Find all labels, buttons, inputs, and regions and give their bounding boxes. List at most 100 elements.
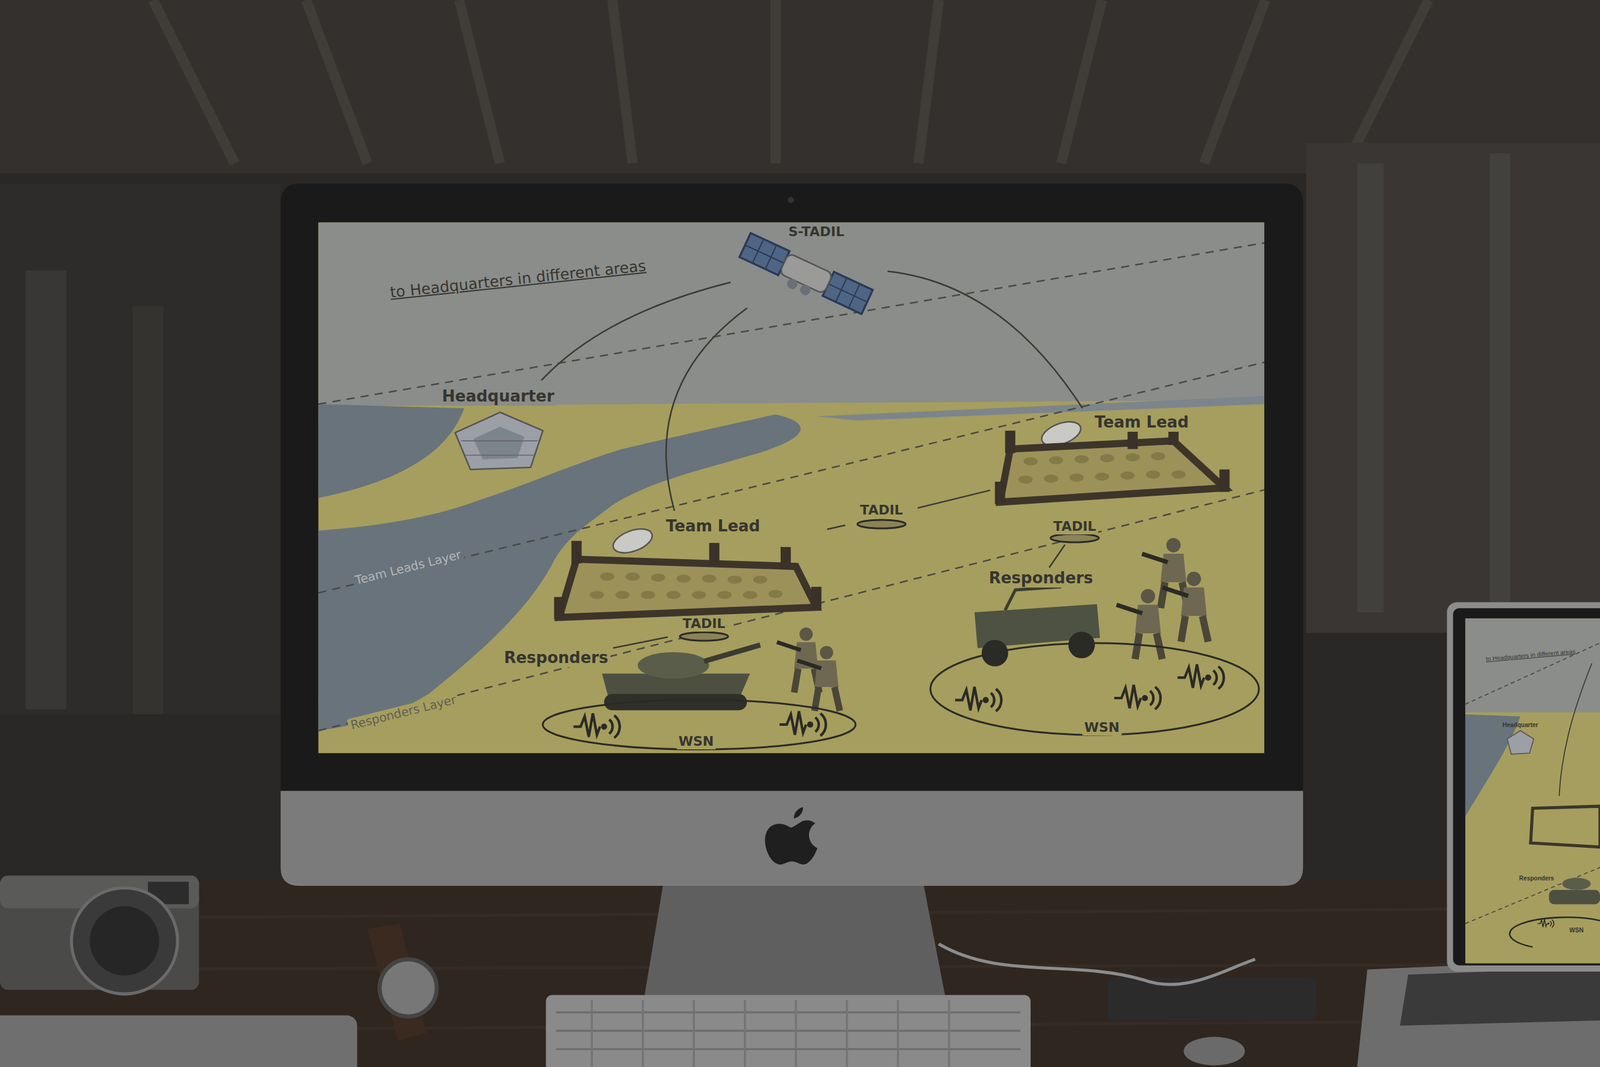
laptop-screen-map: [1548, 889, 1600, 905]
team-camp: [640, 591, 656, 600]
team-camp: [571, 540, 582, 564]
node-label: WSN: [676, 733, 717, 749]
team-camp: [1219, 469, 1230, 492]
team-camp: [727, 575, 743, 584]
team-camp: [1125, 452, 1140, 462]
headquarter-building: [473, 426, 525, 459]
sensor-symbol: [573, 713, 621, 738]
jeep-vehicle: [1068, 631, 1095, 659]
headquarter-node: Headquarter: [437, 380, 561, 471]
node-label: Team Lead: [1092, 413, 1192, 432]
team-camp: [554, 597, 565, 620]
jeep-vehicle: [974, 586, 1101, 667]
room-background: [1489, 153, 1511, 613]
team-camp: [1048, 455, 1064, 465]
team-camp: [1094, 472, 1110, 481]
monitor-body: [787, 196, 794, 203]
sensor-symbol: [955, 686, 1002, 712]
team-camp: [1171, 470, 1186, 479]
monitor-stand: [643, 883, 948, 1006]
monitor-body: [280, 183, 1303, 807]
laptop-prop: [1357, 959, 1600, 1067]
camera-prop: [0, 875, 200, 994]
node-label: Responders: [986, 569, 1096, 588]
laptop-screen-map: [1465, 618, 1600, 712]
link-line: [541, 282, 731, 381]
team-camp: [999, 440, 1225, 502]
main-screen-map: [318, 222, 1265, 406]
link-node: TADIL: [845, 499, 918, 534]
main-screen-map: [318, 403, 465, 498]
team-camp: [559, 559, 817, 618]
room-background: [1357, 163, 1384, 613]
camera-prop: [89, 906, 160, 976]
team-camp: [780, 547, 791, 570]
layer-divider: [318, 242, 1265, 731]
node-label: TADIL: [680, 615, 729, 631]
team-camp: [691, 591, 707, 600]
main-screen-map: [318, 222, 1265, 753]
monitor-body: [764, 807, 818, 865]
link-ellipse: [679, 632, 729, 641]
tank-vehicle: [637, 652, 709, 679]
watch-prop: [367, 923, 437, 1041]
laptop-prop: [1400, 967, 1600, 1026]
team-camp: [811, 586, 822, 610]
sensor-symbol: [1177, 664, 1224, 689]
team-camp: [615, 591, 630, 600]
sensor-network-ellipse: WSN: [928, 641, 1261, 737]
team-camp: [1018, 475, 1034, 485]
room-background: [0, 183, 281, 715]
map-label: Responders: [1516, 874, 1557, 883]
soldier-group: [777, 537, 1209, 711]
map-label: WSN: [1566, 926, 1586, 935]
room-background: [153, 0, 1430, 164]
main-screen-map: [318, 222, 1265, 753]
link-ellipse: [1050, 533, 1099, 543]
laptop-screen-map: [1465, 618, 1600, 964]
headquarter-building: [455, 412, 543, 470]
keyboard-prop: [545, 995, 1031, 1067]
team-camp: [554, 422, 1230, 620]
responders-node: Responders: [984, 567, 1099, 592]
soldier-group: [797, 646, 840, 712]
earphone-prop: [938, 943, 1256, 985]
laptop-screen-map: [1530, 806, 1600, 848]
layer-divider: [318, 362, 1265, 593]
node-label: S-TADIL: [786, 224, 848, 240]
layer-divider: [318, 242, 1265, 404]
room-background: [1305, 143, 1600, 633]
team-camp: [650, 573, 666, 583]
team-camp: [752, 575, 768, 584]
team-camp: [702, 574, 717, 583]
team-camp: [625, 572, 640, 581]
earphone-prop: [1183, 1036, 1245, 1066]
satellite-icon: [736, 233, 874, 321]
team-lead-node: Team Lead: [549, 510, 828, 612]
team-camp: [709, 542, 720, 566]
team-camp: [600, 572, 615, 581]
team-camp: [1023, 457, 1038, 466]
link-node: TADIL: [667, 614, 741, 645]
laptop-prop: [1446, 601, 1600, 972]
team-camp: [995, 481, 1006, 505]
team-camp: [1074, 455, 1090, 464]
layer-divider: [318, 489, 1265, 731]
sensor-network-ellipse: WSN: [540, 697, 858, 752]
monitor-body: [280, 183, 1303, 886]
link-node: TADIL: [1038, 516, 1111, 545]
node-label: TADIL: [857, 502, 906, 518]
team-camp: [589, 452, 1186, 599]
laptop-prop: [1453, 608, 1600, 966]
laptop-screen-map: [1465, 867, 1600, 924]
phone-prop: [0, 1015, 358, 1067]
laptop-screen-map: [1509, 917, 1600, 947]
team-camp: [1145, 470, 1161, 479]
team-camp: [554, 422, 1230, 620]
laptop-screen-map: [1537, 918, 1555, 928]
map-label: Headquarter: [1500, 721, 1541, 729]
node-label: TADIL: [1051, 518, 1099, 534]
